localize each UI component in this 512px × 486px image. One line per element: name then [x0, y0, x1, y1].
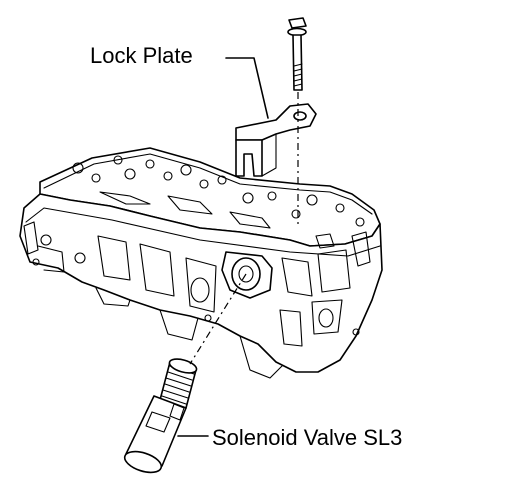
solenoid-valve-label: Solenoid Valve SL3: [212, 425, 403, 450]
lock-plate: [235, 103, 317, 177]
solenoid-valve: [123, 358, 198, 474]
leader-lines: [177, 57, 269, 437]
valve-body: [19, 147, 383, 379]
alignment-lines: [189, 92, 299, 365]
bolt: [287, 17, 307, 91]
lock-plate-label: Lock Plate: [90, 43, 193, 68]
